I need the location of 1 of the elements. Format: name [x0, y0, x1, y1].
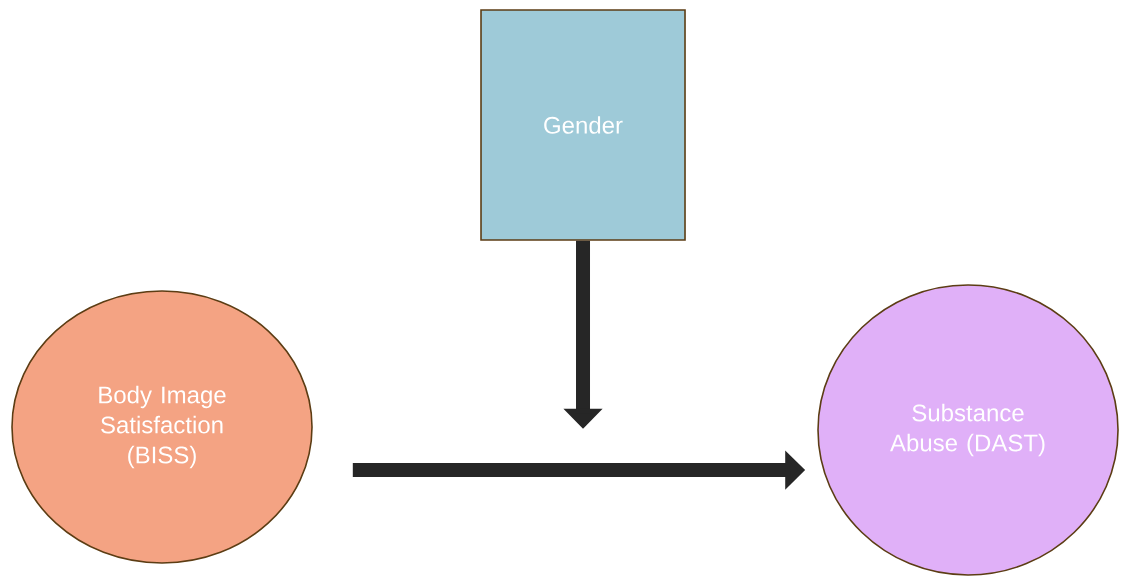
variable-box: Gender: [480, 9, 686, 241]
